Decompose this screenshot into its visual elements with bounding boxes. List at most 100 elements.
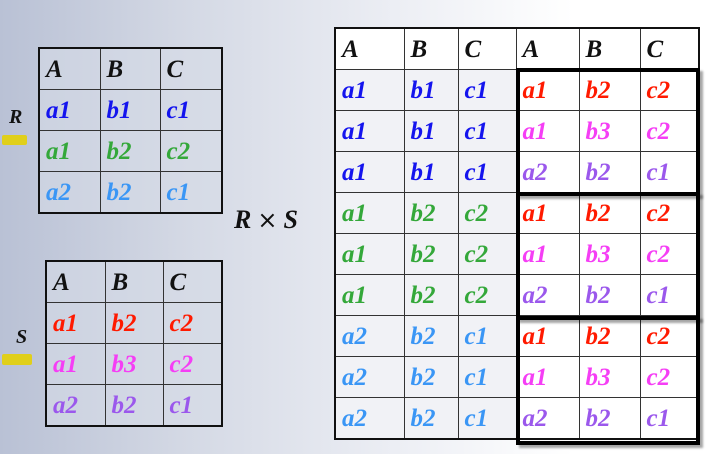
cell-b: b2 <box>104 302 164 344</box>
cell-c: c2 <box>162 343 223 385</box>
relation-r-tuple: a2 b2 c1 <box>38 171 223 214</box>
cell-s-a: a1 <box>515 356 580 398</box>
cell-b: b2 <box>99 171 161 214</box>
cell-s-c: c2 <box>639 356 700 398</box>
cell-r-c: c1 <box>457 69 517 111</box>
cell-r-b: b2 <box>403 233 459 275</box>
relation-s-header-row: A B C <box>45 260 223 303</box>
column-header-r-a: A <box>334 27 405 70</box>
cell-r-c: c2 <box>457 192 517 234</box>
cell-r-a: a2 <box>334 315 405 357</box>
cell-s-b: b3 <box>578 356 641 398</box>
column-header-b: B <box>104 260 164 303</box>
cell-r-c: c1 <box>457 397 517 440</box>
cell-r-a: a2 <box>334 356 405 398</box>
relation-s-label: S <box>16 326 28 348</box>
cell-b: b3 <box>104 343 164 385</box>
relation-s-tuple: a2 b2 c1 <box>45 384 223 427</box>
cell-s-c: c1 <box>639 274 700 316</box>
cell-r-b: b1 <box>403 110 459 152</box>
cell-c: c2 <box>159 130 223 172</box>
relation-s-tuple: a1 b2 c2 <box>45 302 223 344</box>
column-header-c: C <box>162 260 223 303</box>
cell-s-b: b2 <box>578 397 641 440</box>
cell-s-c: c2 <box>639 233 700 275</box>
cell-r-a: a1 <box>334 233 405 275</box>
cell-r-b: b2 <box>403 315 459 357</box>
cell-s-b: b2 <box>578 151 641 193</box>
cell-a: a1 <box>38 130 101 172</box>
relation-s-table: A B C a1 b2 c2 a1 b3 c2 a2 b2 c1 <box>45 260 223 427</box>
cell-a: a1 <box>45 302 106 344</box>
product-right-operand: S <box>283 205 298 234</box>
column-header-b: B <box>99 47 161 90</box>
cell-r-b: b1 <box>403 69 459 111</box>
cell-r-a: a1 <box>334 274 405 316</box>
cell-s-c: c1 <box>639 151 700 193</box>
column-header-a: A <box>45 260 106 303</box>
cell-s-a: a2 <box>515 274 580 316</box>
cell-c: c1 <box>162 384 223 427</box>
cell-r-b: b1 <box>403 151 459 193</box>
cell-s-a: a2 <box>515 397 580 440</box>
column-header-a: A <box>38 47 101 90</box>
relation-r-label: R <box>9 106 23 128</box>
cell-s-c: c2 <box>639 192 700 234</box>
cell-a: a1 <box>45 343 106 385</box>
cell-c: c1 <box>159 171 223 214</box>
cell-r-a: a1 <box>334 69 405 111</box>
cell-r-a: a1 <box>334 110 405 152</box>
cell-s-a: a1 <box>515 192 580 234</box>
cell-b: b2 <box>99 130 161 172</box>
relation-s-tuple: a1 b3 c2 <box>45 343 223 385</box>
cell-s-b: b3 <box>578 233 641 275</box>
cell-s-a: a2 <box>515 151 580 193</box>
cell-r-c: c2 <box>457 233 517 275</box>
relation-r-table: A B C a1 b1 c1 a1 b2 c2 a2 b2 c1 <box>38 47 223 214</box>
column-header-r-c: C <box>457 27 517 70</box>
cell-a: a2 <box>38 171 101 214</box>
relation-s-highlight-mark <box>2 354 32 365</box>
cell-s-a: a1 <box>515 233 580 275</box>
cell-s-a: a1 <box>515 315 580 357</box>
cell-s-b: b3 <box>578 110 641 152</box>
cell-r-a: a2 <box>334 397 405 440</box>
cell-r-c: c1 <box>457 110 517 152</box>
cell-r-c: c2 <box>457 274 517 316</box>
cell-c: c1 <box>159 89 223 131</box>
cell-a: a2 <box>45 384 106 427</box>
cell-s-a: a1 <box>515 69 580 111</box>
cell-r-b: b2 <box>403 397 459 440</box>
cell-r-c: c1 <box>457 356 517 398</box>
product-header-row: A B C A B C <box>334 27 700 70</box>
cell-r-b: b2 <box>403 192 459 234</box>
cell-s-b: b2 <box>578 192 641 234</box>
relation-r-tuple: a1 b1 c1 <box>38 89 223 131</box>
column-header-c: C <box>159 47 223 90</box>
product-left-operand: R <box>234 205 252 234</box>
cell-s-b: b2 <box>578 69 641 111</box>
cell-r-c: c1 <box>457 315 517 357</box>
relation-r-highlight-mark <box>2 135 27 145</box>
relation-r-tuple: a1 b2 c2 <box>38 130 223 172</box>
cell-b: b1 <box>99 89 161 131</box>
column-header-s-c: C <box>639 27 700 70</box>
cell-b: b2 <box>104 384 164 427</box>
cell-s-c: c2 <box>639 315 700 357</box>
cell-s-c: c2 <box>639 110 700 152</box>
cell-r-b: b2 <box>403 356 459 398</box>
column-header-s-a: A <box>515 27 580 70</box>
cell-r-b: b2 <box>403 274 459 316</box>
cell-s-c: c1 <box>639 397 700 440</box>
cell-a: a1 <box>38 89 101 131</box>
